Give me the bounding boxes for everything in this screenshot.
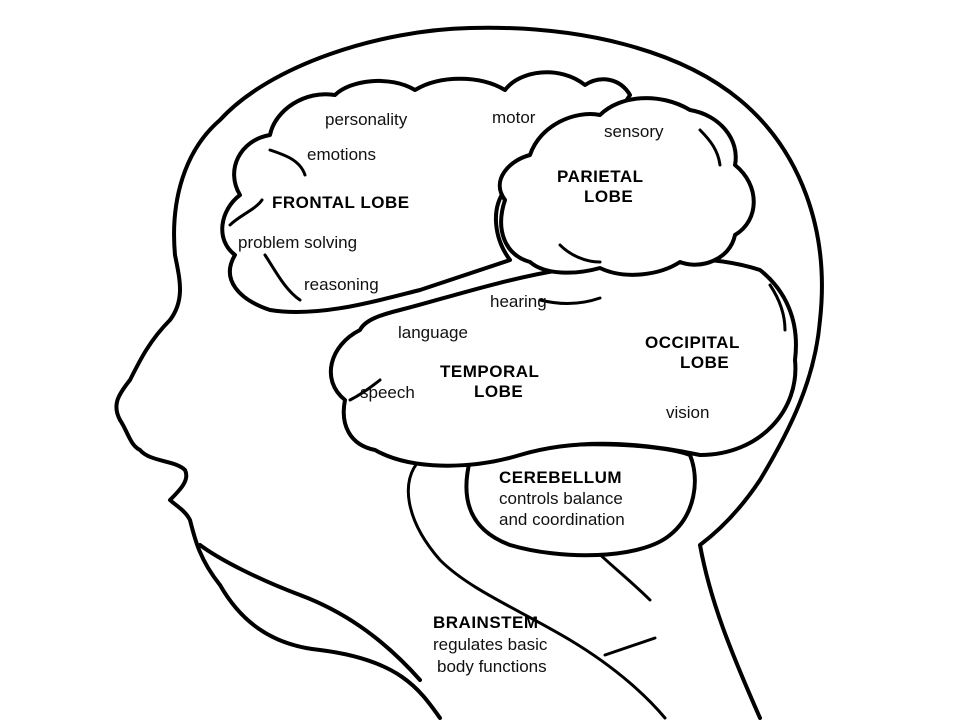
label-cerebellum-desc-1: controls balance (499, 489, 623, 508)
frontal-sulcus-2 (228, 198, 264, 227)
label-parietal: PARIETAL (557, 167, 643, 186)
label-emotions: emotions (307, 145, 376, 164)
parietal-sulcus-1 (558, 243, 602, 264)
label-brainstem-desc-2: body functions (437, 657, 547, 676)
neck-front-line (198, 543, 422, 682)
label-motor: motor (492, 108, 536, 127)
label-vision: vision (666, 403, 709, 422)
frontal-sulcus-3 (268, 148, 307, 177)
label-personality: personality (325, 110, 408, 129)
label-problem-solving: problem solving (238, 233, 357, 252)
head-outline (114, 25, 824, 720)
frontal-lobe-shape (220, 70, 632, 314)
label-temporal-lobe: LOBE (474, 382, 523, 401)
label-speech: speech (360, 383, 415, 402)
label-sensory: sensory (604, 122, 664, 141)
temporal-occipital-shape (328, 256, 798, 468)
label-brainstem: BRAINSTEM (433, 613, 539, 632)
label-temporal: TEMPORAL (440, 362, 539, 381)
brainstem-pointer (603, 636, 657, 657)
label-parietal-lobe: LOBE (584, 187, 633, 206)
frontal-sulcus-1 (263, 253, 302, 302)
label-cerebellum-desc-2: and coordination (499, 510, 625, 529)
label-occipital: OCCIPITAL (645, 333, 740, 352)
label-brainstem-desc-1: regulates basic (433, 635, 548, 654)
label-occipital-lobe: LOBE (680, 353, 729, 372)
parietal-sulcus-2 (698, 128, 722, 167)
label-hearing: hearing (490, 292, 547, 311)
temporal-sulcus-1 (348, 378, 382, 402)
label-frontal-lobe: FRONTAL LOBE (272, 193, 410, 212)
label-cerebellum: CEREBELLUM (499, 468, 622, 487)
label-reasoning: reasoning (304, 275, 379, 294)
temporal-sulcus-2 (538, 296, 602, 305)
parietal-lobe-shape (497, 96, 756, 277)
brainstem-shape (406, 458, 667, 720)
label-language: language (398, 323, 468, 342)
occipital-sulcus-1 (768, 283, 787, 332)
